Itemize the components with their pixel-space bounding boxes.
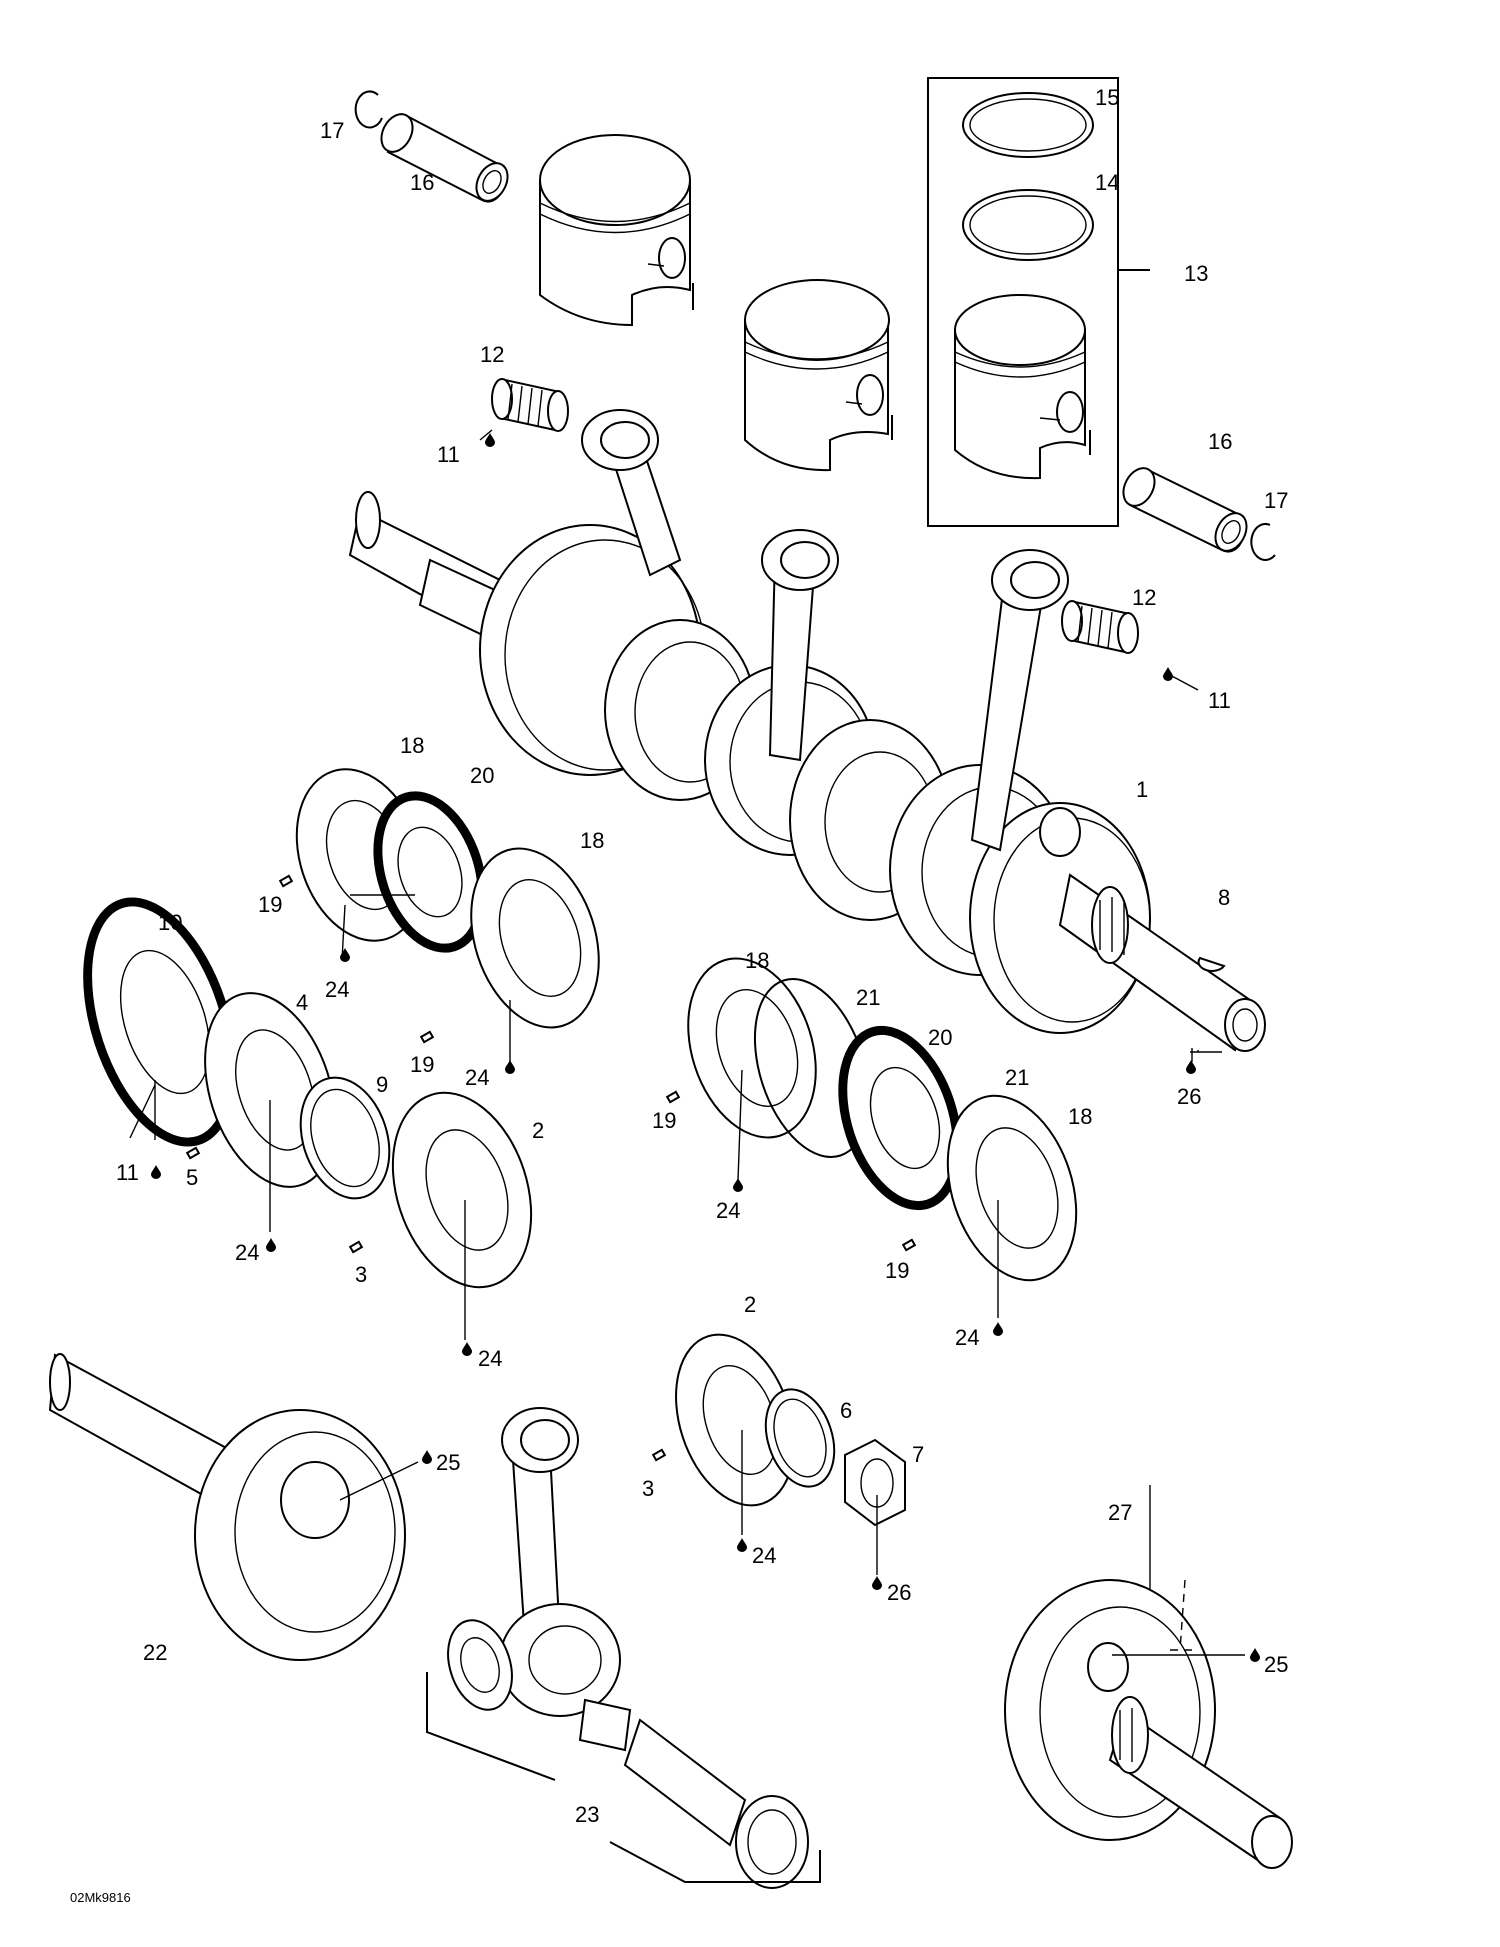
bearing-18-right-upper	[687, 957, 817, 1139]
ring-6	[764, 1388, 836, 1488]
callout-9: 9	[376, 1072, 388, 1097]
drop-icon	[872, 1576, 882, 1590]
drop-icon	[266, 1238, 276, 1252]
callout-5: 5	[186, 1165, 198, 1190]
callout-22: 22	[143, 1640, 167, 1665]
drop-icon	[462, 1342, 472, 1356]
piston-pin-right	[1122, 467, 1248, 553]
callout-24: 24	[478, 1346, 502, 1371]
drop-icon	[1163, 667, 1173, 681]
callout-20: 20	[470, 763, 494, 788]
nut-7	[844, 1438, 906, 1527]
callout-6: 6	[840, 1398, 852, 1423]
drop-icon	[1186, 1060, 1196, 1074]
callout-11: 11	[1208, 688, 1231, 713]
callout-20: 20	[928, 1025, 952, 1050]
connecting-rod-kit-23	[426, 1407, 821, 1889]
drop-icon	[505, 1060, 515, 1074]
callout-24: 24	[465, 1065, 489, 1090]
callout-15: 15	[1095, 85, 1119, 110]
connecting-rod-left	[581, 409, 682, 577]
callout-11: 11	[116, 1160, 139, 1185]
callout-16: 16	[410, 170, 434, 195]
piston-pin-top-left	[380, 113, 509, 203]
callout-2: 2	[532, 1118, 544, 1143]
callout-18: 18	[580, 828, 604, 853]
piston-left	[539, 134, 694, 327]
callout-8: 8	[1218, 885, 1230, 910]
callout-21: 21	[856, 985, 880, 1010]
callout-1: 1	[1136, 777, 1148, 802]
piston-ring-top	[961, 92, 1094, 158]
needle-bearing-top-left	[491, 378, 569, 432]
seal-20-lower	[838, 1025, 962, 1211]
callout-19: 19	[885, 1258, 909, 1283]
callout-11: 11	[437, 442, 460, 467]
callout-16: 16	[1208, 429, 1232, 454]
bearing-18-right-lower	[946, 1094, 1078, 1282]
drawing-code: 02Mk9816	[70, 1890, 131, 1905]
callout-24: 24	[752, 1543, 776, 1568]
circlip-top-left	[354, 90, 383, 129]
callout-3: 3	[355, 1262, 367, 1287]
leader-lines	[129, 429, 1245, 1656]
callout-7: 7	[912, 1442, 924, 1467]
piston-in-kit	[954, 294, 1091, 480]
callout-23: 23	[575, 1802, 599, 1827]
callout-2: 2	[744, 1292, 756, 1317]
connecting-rod-right	[970, 549, 1069, 852]
callout-26: 26	[1177, 1084, 1201, 1109]
callout-25: 25	[436, 1450, 460, 1475]
bearing-18-center	[470, 847, 600, 1029]
crankshaft-half-22	[48, 1353, 406, 1661]
callout-19: 19	[410, 1052, 434, 1077]
callout-19: 19	[652, 1108, 676, 1133]
callout-13: 13	[1184, 261, 1208, 286]
piston-middle	[744, 279, 893, 472]
dowel-pins	[185, 874, 917, 1462]
drop-icon	[422, 1450, 432, 1464]
callout-19: 19	[258, 892, 282, 917]
callout-18: 18	[400, 733, 424, 758]
callout-17: 17	[1264, 488, 1288, 513]
callout-18: 18	[745, 948, 769, 973]
callout-27: 27	[1108, 1500, 1132, 1525]
piston-ring-second	[962, 189, 1094, 261]
bearing-2-left	[391, 1091, 533, 1289]
callout-24: 24	[716, 1198, 740, 1223]
callout-25: 25	[1264, 1652, 1288, 1677]
callout-14: 14	[1095, 170, 1119, 195]
callout-labels: 1 2 2 3 3 4 5 6 7 8 9 10 11 11 11 12 12 …	[116, 85, 1288, 1827]
needle-bearing-right	[1061, 600, 1139, 654]
callout-21: 21	[1005, 1065, 1029, 1090]
drop-icon	[340, 948, 350, 962]
callout-17: 17	[320, 118, 344, 143]
seal-20-upper	[373, 791, 487, 953]
callout-3: 3	[642, 1476, 654, 1501]
callout-24: 24	[955, 1325, 979, 1350]
piston-kit-box	[927, 77, 1150, 527]
callout-12: 12	[480, 342, 504, 367]
seal-10	[83, 897, 237, 1147]
ring-9	[299, 1076, 391, 1200]
circlip-right	[1250, 522, 1276, 561]
drop-icon	[737, 1538, 747, 1552]
callout-10: 10	[158, 910, 182, 935]
callout-4: 4	[296, 990, 308, 1015]
callout-24: 24	[235, 1240, 259, 1265]
callout-26: 26	[887, 1580, 911, 1605]
drop-icon	[1250, 1648, 1260, 1662]
crankshaft-assembly	[348, 491, 1266, 1052]
crankshaft-half-27	[1004, 1579, 1293, 1869]
drop-icon	[733, 1178, 743, 1192]
woodruff-key	[1197, 956, 1226, 972]
connecting-rod-middle	[761, 529, 839, 762]
callout-18: 18	[1068, 1104, 1092, 1129]
callout-24: 24	[325, 977, 349, 1002]
drop-icon	[993, 1322, 1003, 1336]
drop-icon	[151, 1165, 161, 1179]
callout-12: 12	[1132, 585, 1156, 610]
